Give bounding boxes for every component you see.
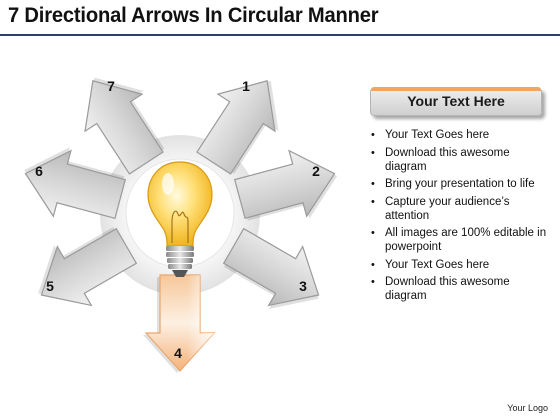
arrow-2: [233, 149, 338, 221]
bullet-item: Your Text Goes here: [368, 258, 554, 272]
arrow-2-label: 2: [312, 163, 320, 179]
bullet-item: Download this awesome diagram: [368, 146, 554, 174]
text-header-label: Your Text Here: [407, 93, 505, 109]
arrow-6-label: 6: [35, 163, 43, 179]
arrow-group: [24, 77, 338, 373]
bullet-list: Your Text Goes here Download this awesom…: [368, 128, 554, 307]
bullet-item: All images are 100% editable in powerpoi…: [368, 226, 554, 254]
bullet-item: Capture your audience’s attention: [368, 195, 554, 223]
arrow-3: [222, 227, 320, 310]
arrow-4: [143, 274, 216, 373]
arrow-7: [84, 77, 165, 175]
arrow-3-label: 3: [299, 278, 307, 294]
arrow-1-label: 1: [242, 78, 250, 94]
arrow-6: [24, 147, 127, 220]
bullet-item: Your Text Goes here: [368, 128, 554, 142]
bullet-item: Download this awesome diagram: [368, 275, 554, 303]
page-title: 7 Directional Arrows In Circular Manner: [8, 4, 379, 27]
bullet-item: Bring your presentation to life: [368, 177, 554, 191]
arrow-4-label: 4: [174, 345, 182, 361]
arrow-1: [196, 80, 279, 175]
arrow-diagram: 1 2 3 4 5 6 7: [24, 77, 338, 373]
footer-logo: Your Logo: [507, 403, 548, 413]
light-bulb-icon: [125, 158, 235, 277]
arrow-7-label: 7: [107, 78, 115, 94]
arrow-5: [38, 227, 138, 307]
arrow-5-label: 5: [46, 278, 54, 294]
text-header-box: Your Text Here: [370, 86, 546, 118]
title-divider: [0, 34, 560, 36]
